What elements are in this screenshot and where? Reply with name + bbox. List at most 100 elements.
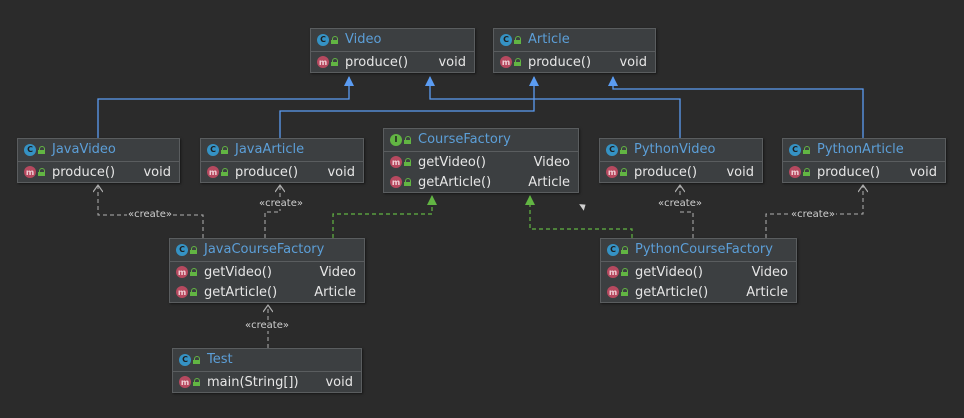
class-pythoncoursefactory[interactable]: C PythonCourseFactory m getVideo() Video…: [600, 238, 797, 303]
public-icon: [193, 378, 201, 386]
class-pythonvideo[interactable]: C PythonVideo m produce() void: [599, 138, 763, 183]
class-header: C Video: [311, 29, 474, 52]
public-icon: [514, 58, 522, 66]
class-header: C Article: [494, 29, 655, 52]
member-name: getVideo(): [635, 264, 703, 280]
public-icon: [803, 146, 811, 154]
class-header: I CourseFactory: [384, 129, 578, 152]
public-icon: [621, 288, 629, 296]
class-test[interactable]: C Test m main(String[]) void: [172, 348, 362, 393]
class-video[interactable]: C Video m produce() void: [310, 28, 475, 73]
class-header: C PythonArticle: [783, 139, 945, 162]
member-name: produce(): [235, 164, 299, 180]
method-icon: m: [179, 376, 191, 388]
member-type: Video: [751, 264, 788, 280]
member-row: m getArticle() Article: [601, 282, 796, 302]
member-type: Video: [319, 264, 356, 280]
member-type: void: [909, 164, 937, 180]
class-name: PythonArticle: [817, 142, 904, 157]
create-label: «create»: [258, 198, 304, 209]
public-icon: [621, 246, 629, 254]
member-row: m produce() void: [783, 162, 945, 182]
create-label: «create»: [657, 198, 703, 209]
member-row: m getVideo() Video: [384, 152, 578, 172]
method-icon: m: [606, 166, 618, 178]
member-type: void: [143, 164, 171, 180]
member-row: m produce() void: [18, 162, 179, 182]
public-icon: [621, 268, 629, 276]
interface-coursefactory[interactable]: I CourseFactory m getVideo() Video m get…: [383, 128, 579, 193]
member-type: Article: [746, 284, 788, 300]
class-icon: C: [500, 34, 512, 46]
method-icon: m: [24, 166, 36, 178]
member-type: void: [726, 164, 754, 180]
public-icon: [221, 168, 229, 176]
class-name: Video: [345, 32, 382, 47]
interface-icon: I: [390, 134, 402, 146]
member-row: m getArticle() Article: [384, 172, 578, 192]
member-row: m produce() void: [201, 162, 363, 182]
method-icon: m: [176, 266, 188, 278]
class-icon: C: [789, 144, 801, 156]
public-icon: [404, 136, 412, 144]
public-icon: [331, 36, 339, 44]
member-name: produce(): [528, 54, 592, 70]
create-javacoursefactory-javavideo: [98, 185, 204, 238]
public-icon: [620, 146, 628, 154]
extends-pythonvideo-video: [425, 76, 681, 138]
member-type: Video: [533, 154, 570, 170]
public-icon: [190, 246, 198, 254]
class-header: C JavaArticle: [201, 139, 363, 162]
member-row: m getArticle() Article: [170, 282, 364, 302]
method-icon: m: [607, 266, 619, 278]
class-javacoursefactory[interactable]: C JavaCourseFactory m getVideo() Video m…: [169, 238, 365, 303]
create-label: «create»: [244, 320, 290, 331]
class-icon: C: [607, 244, 619, 256]
member-name: getArticle(): [418, 174, 492, 190]
class-icon: C: [317, 34, 329, 46]
member-type: Article: [314, 284, 356, 300]
public-icon: [193, 356, 201, 364]
extends-javavideo-video: [97, 76, 354, 138]
class-javavideo[interactable]: C JavaVideo m produce() void: [17, 138, 180, 183]
public-icon: [38, 146, 46, 154]
member-row: m main(String[]) void: [173, 372, 361, 392]
public-icon: [190, 268, 198, 276]
class-article[interactable]: C Article m produce() void: [493, 28, 656, 73]
class-pythonarticle[interactable]: C PythonArticle m produce() void: [782, 138, 946, 183]
implements-javacoursefactory-coursefactory: [332, 195, 437, 238]
member-row: m getVideo() Video: [601, 262, 796, 282]
public-icon: [331, 58, 339, 66]
create-pythoncoursefactory-pythonvideo: [680, 185, 694, 238]
create-label: «create»: [790, 209, 836, 220]
class-name: CourseFactory: [418, 132, 511, 147]
public-icon: [404, 158, 412, 166]
member-name: getVideo(): [418, 154, 486, 170]
public-icon: [221, 146, 229, 154]
class-icon: C: [176, 244, 188, 256]
member-name: produce(): [52, 164, 116, 180]
class-header: C PythonCourseFactory: [601, 239, 796, 262]
method-icon: m: [176, 286, 188, 298]
class-javaarticle[interactable]: C JavaArticle m produce() void: [200, 138, 364, 183]
method-icon: m: [607, 286, 619, 298]
member-type: void: [619, 54, 647, 70]
class-icon: C: [24, 144, 36, 156]
member-name: produce(): [817, 164, 881, 180]
member-name: getArticle(): [635, 284, 709, 300]
class-name: JavaCourseFactory: [204, 242, 325, 257]
member-name: getVideo(): [204, 264, 272, 280]
class-icon: C: [179, 354, 191, 366]
member-row: m getVideo() Video: [170, 262, 364, 282]
class-header: C Test: [173, 349, 361, 372]
method-icon: m: [500, 56, 512, 68]
method-icon: m: [390, 156, 402, 168]
class-name: Article: [528, 32, 570, 47]
public-icon: [620, 168, 628, 176]
method-icon: m: [207, 166, 219, 178]
extends-pythonarticle-article: [608, 76, 864, 138]
member-row: m produce() void: [600, 162, 762, 182]
public-icon: [803, 168, 811, 176]
class-header: C PythonVideo: [600, 139, 762, 162]
member-type: void: [325, 374, 353, 390]
